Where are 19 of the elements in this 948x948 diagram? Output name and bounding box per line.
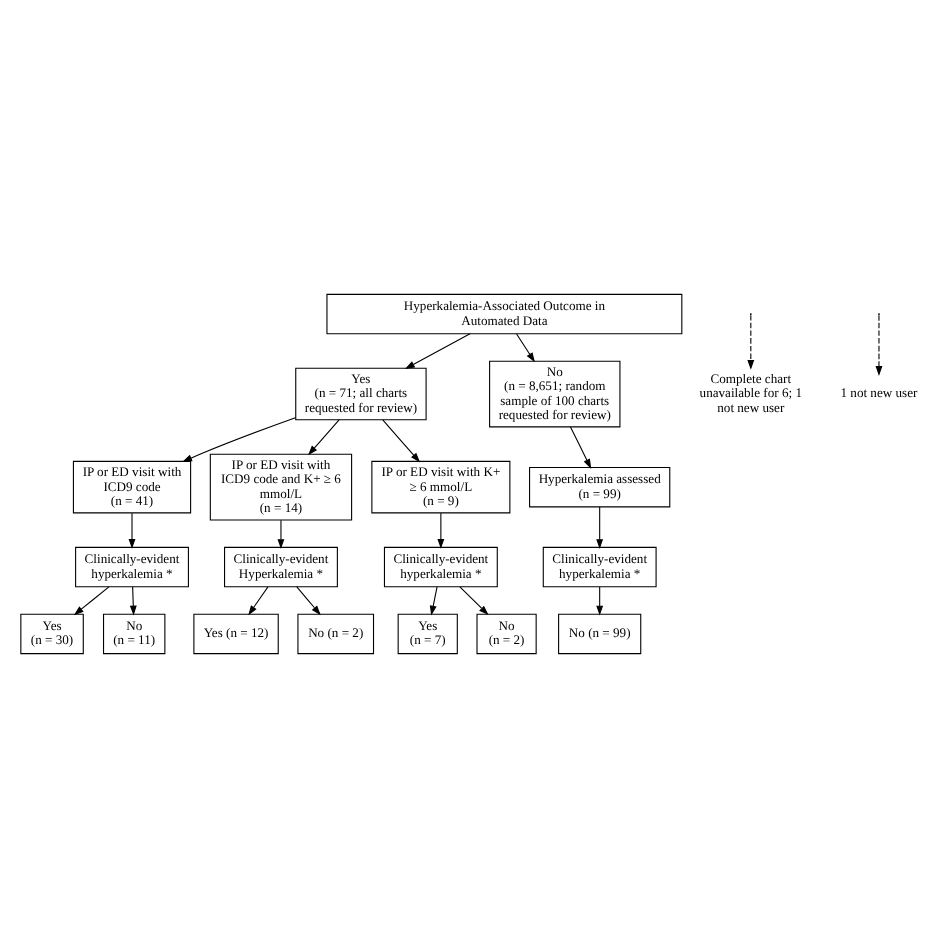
arrow — [437, 512, 445, 549]
arrow — [429, 586, 438, 616]
arrow — [182, 417, 296, 462]
arrow — [129, 586, 137, 616]
arrow — [875, 314, 883, 376]
arrow — [277, 519, 285, 549]
arrow — [404, 333, 471, 370]
arrow — [73, 586, 110, 616]
arrow — [569, 426, 592, 469]
arrow — [382, 419, 421, 463]
arrow — [128, 512, 136, 549]
arrow — [296, 586, 321, 616]
arrow — [596, 586, 604, 616]
arrow — [747, 314, 755, 370]
arrow — [516, 333, 535, 363]
arrow — [459, 586, 489, 616]
arrow — [308, 419, 340, 456]
arrow — [596, 506, 604, 549]
arrow — [248, 586, 269, 616]
